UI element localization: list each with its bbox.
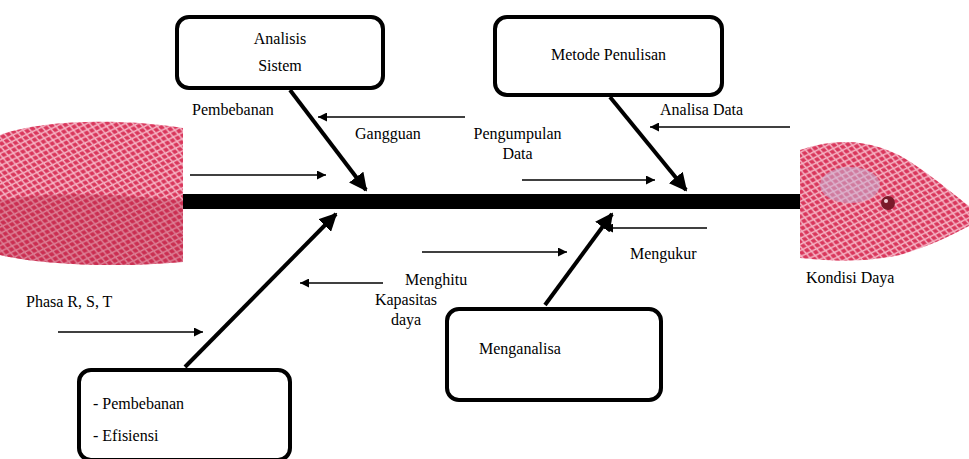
cause-label: Kondisi Daya [806,268,894,288]
cause-box: Metode Penulisan [493,15,724,97]
cause-label: Gangguan [355,124,421,144]
cause-box: - Pembebanan- Efisiensi [77,368,292,459]
cause-label-box: Pembebanan [192,100,274,120]
cause-text: - Efisiensi [93,420,278,452]
cause-label: Kapasitas daya [370,290,442,330]
cause-arrow [604,227,707,228]
cause-box: Menganalisa [445,307,663,402]
cause-label-box: Phasa R, S, T [26,292,112,312]
cause-box: Analisis Sistem [175,15,385,90]
cause-label: Pengumpulan Data [470,124,565,164]
cause-arrow [650,126,790,127]
cause-label: Menghitu [405,270,467,290]
cause-arrow [58,331,203,332]
cause-text: Analisis Sistem [240,25,320,79]
fish-tail-shade [0,194,183,265]
fish-tail [0,122,183,265]
cause-label-box: Kondisi Daya [806,268,894,288]
fish-eye [881,196,895,210]
cause-label-box: Analisa Data [660,100,743,120]
cause-arrow [318,116,465,117]
cause-text: Menganalisa [479,339,649,359]
main-bone [545,214,612,305]
fish-head [800,142,969,261]
main-bone [185,214,336,367]
cause-arrow [190,174,326,175]
cause-text: - Pembebanan [93,388,278,420]
cause-label: Mengukur [630,244,697,264]
cause-label-box: Gangguan [355,124,421,144]
cause-label-box: Pengumpulan Data [470,124,565,164]
cause-label-box: Kapasitas daya [370,290,442,330]
cause-arrow [522,179,655,180]
cause-label: Phasa R, S, T [26,292,112,312]
cause-arrow [422,251,567,252]
cause-arrow [300,282,383,283]
cause-label: Pembebanan [192,100,274,120]
fish-eye-glint [884,199,888,203]
cause-label-box: Menghitu [405,270,467,290]
cause-label: Analisa Data [660,100,743,120]
fish-spine [183,194,800,209]
cause-text: Metode Penulisan [507,45,710,65]
cause-label-box: Mengukur [630,244,697,264]
fish-head-patch [820,167,880,203]
